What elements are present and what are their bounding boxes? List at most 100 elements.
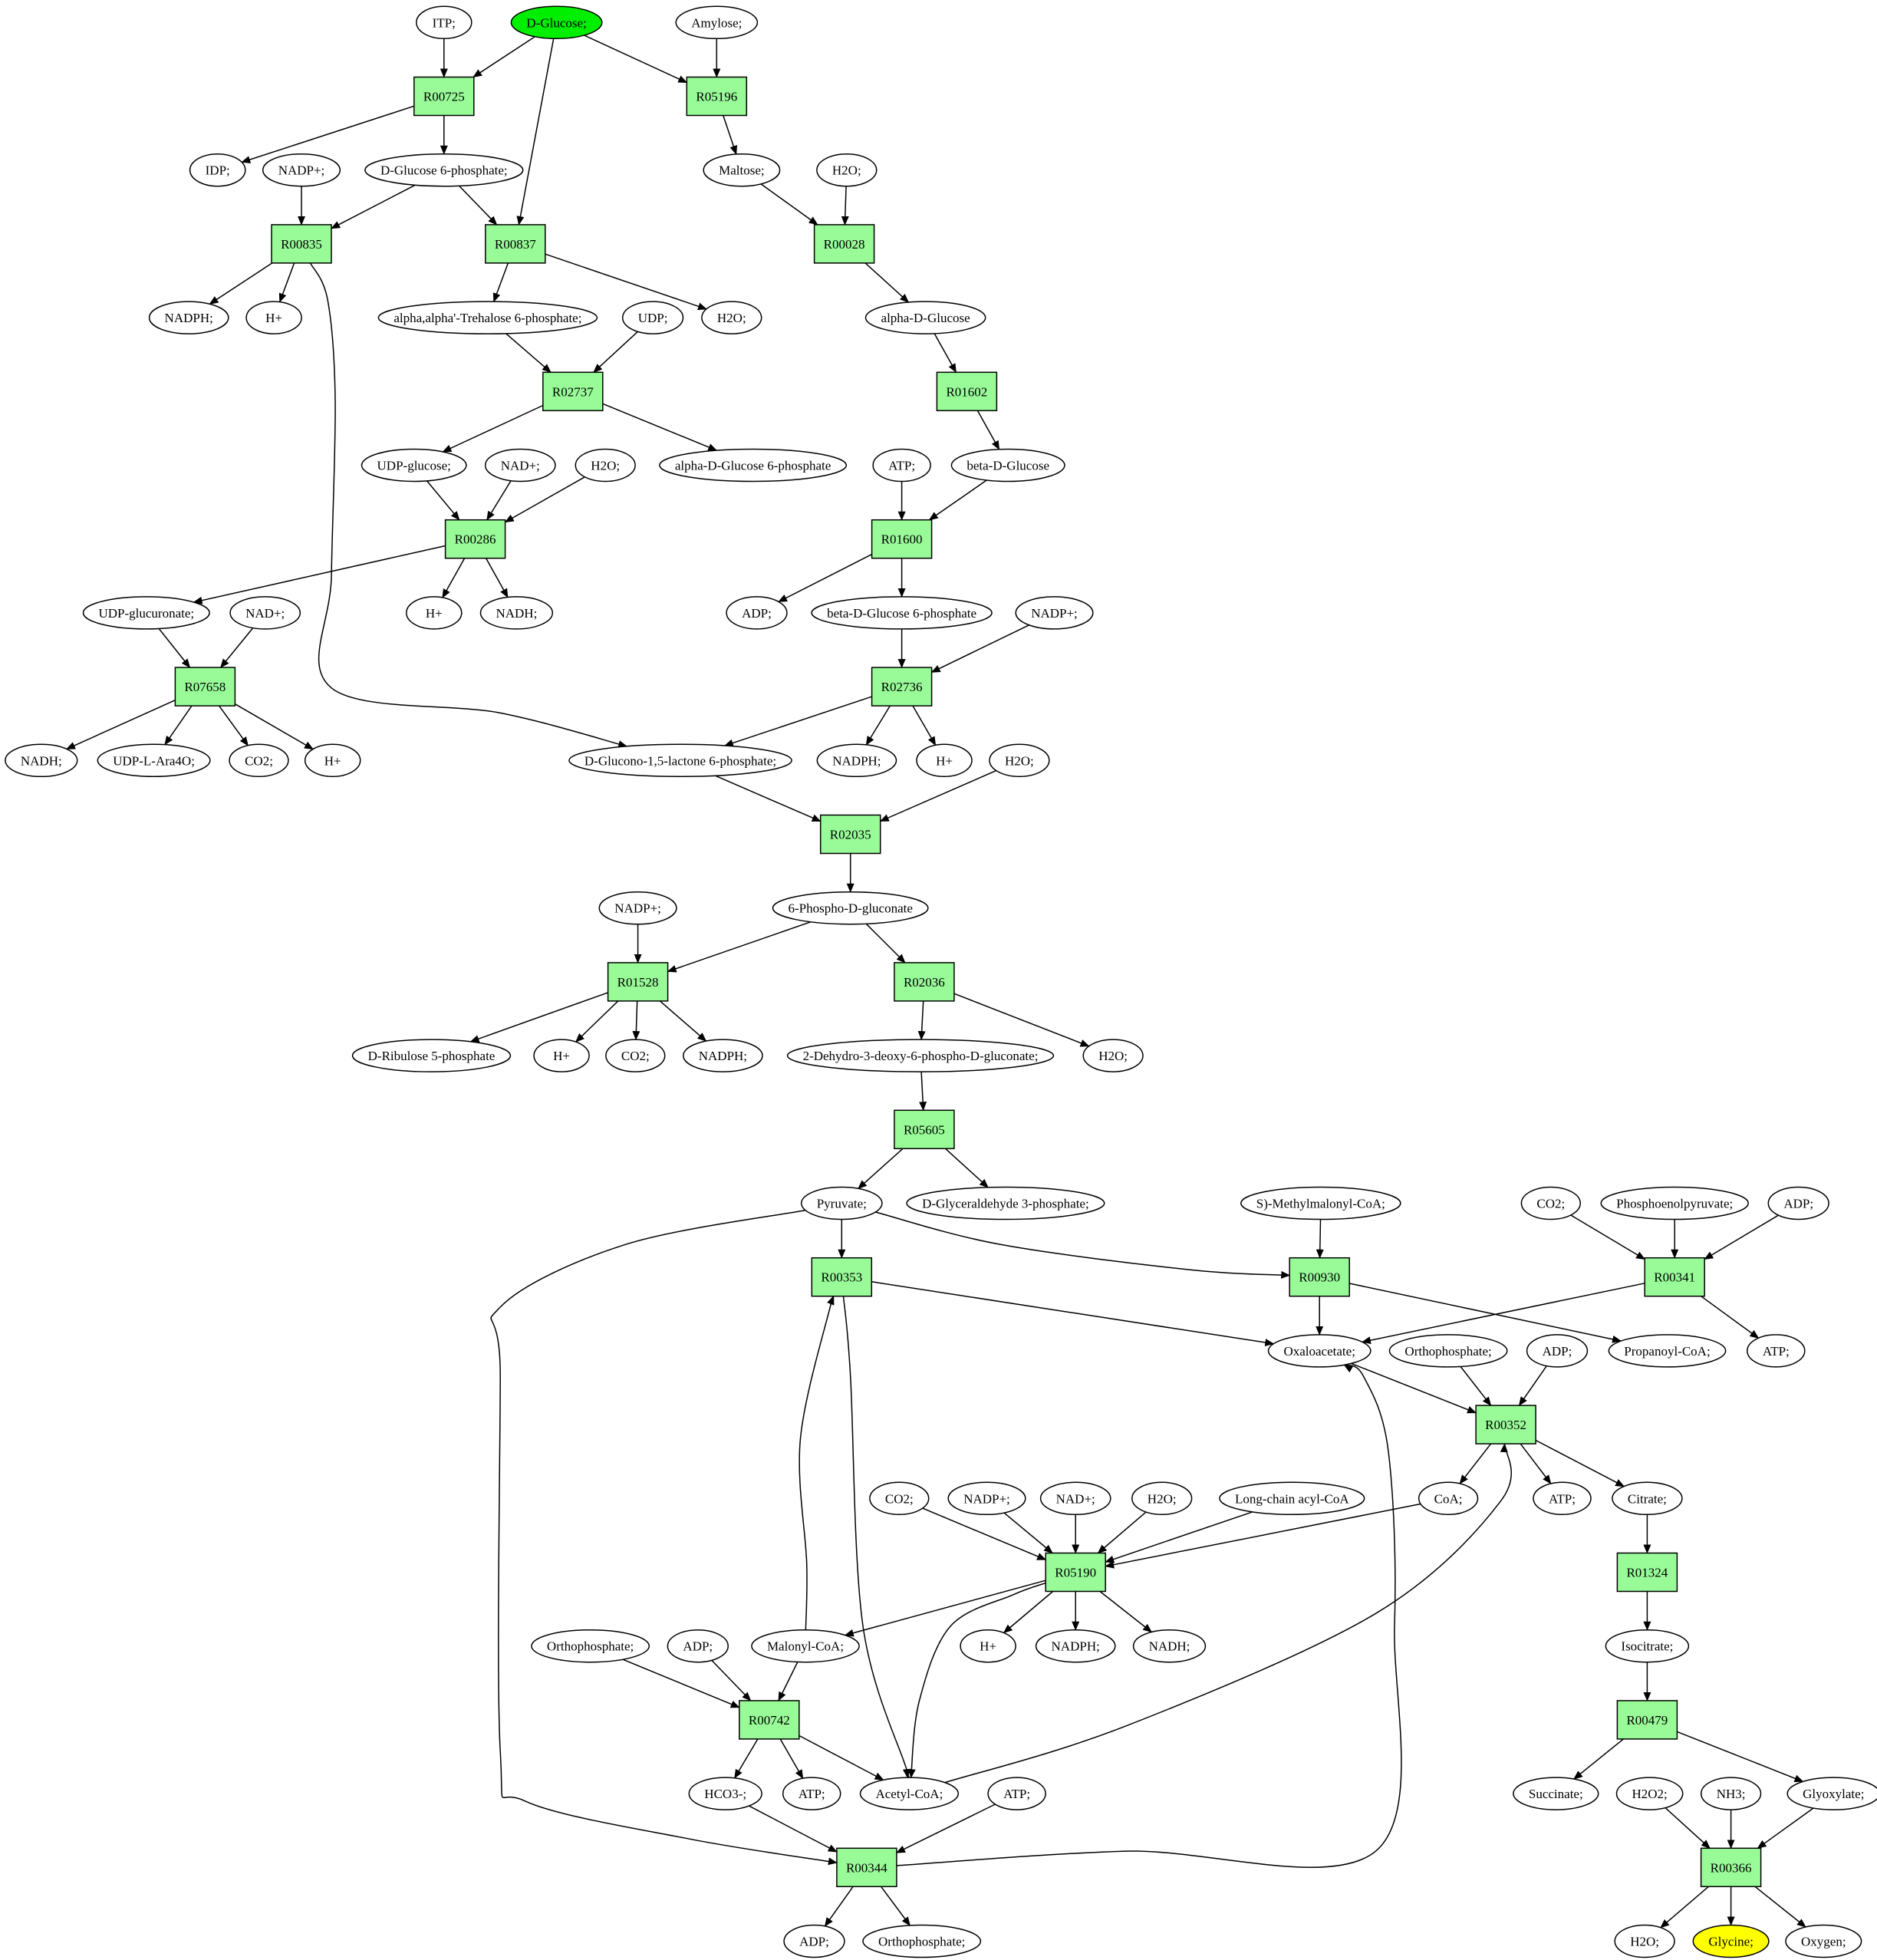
edge-glyoxylate-to-r00366 <box>1757 1807 1814 1849</box>
node-label: R05605 <box>904 1122 945 1137</box>
metabolite-node-udpglucose: UDP-glucose; <box>361 448 467 483</box>
node-label: ITP; <box>433 15 456 30</box>
reaction-node-r00930: R00930 <box>1289 1257 1350 1297</box>
node-label: R01324 <box>1626 1566 1668 1580</box>
edge-r02737-to-alphag6p <box>602 403 718 451</box>
node-label: H2O; <box>591 459 620 473</box>
node-label: UDP-glucose; <box>377 459 451 473</box>
metabolite-node-h2o_3: H2O; <box>575 448 636 483</box>
metabolite-ellipse <box>862 1924 982 1958</box>
metabolite-ellipse <box>786 1039 1055 1072</box>
node-label: D-Glucono-1,5-lactone 6-phosphate; <box>585 753 776 768</box>
edge-r00341-to-atp2 <box>1701 1296 1760 1339</box>
edge-r05190-to-malonylcoa <box>844 1580 1046 1637</box>
metabolite-ellipse <box>703 153 781 187</box>
reaction-node-r00837: R00837 <box>485 224 546 264</box>
metabolite-ellipse <box>82 596 210 630</box>
edge-r00479-to-succinate <box>1573 1738 1624 1780</box>
metabolite-node-nadph3: NADPH; <box>683 1039 763 1072</box>
edge-r00837-to-h2o_2 <box>545 253 707 311</box>
metabolite-node-co2_3: CO2; <box>1520 1186 1581 1220</box>
node-label: R02737 <box>552 384 594 399</box>
metabolite-ellipse <box>683 1039 763 1072</box>
edge-nad2-to-r07658 <box>220 628 254 668</box>
metabolite-ellipse <box>1747 1334 1806 1368</box>
edge-h2o_1-to-r00028 <box>841 186 849 226</box>
node-label: NADH; <box>496 606 537 621</box>
node-label: ADP; <box>1543 1344 1572 1359</box>
reaction-node-r00742: R00742 <box>739 1700 800 1740</box>
metabolite-node-nadph4: NADPH; <box>1035 1629 1116 1663</box>
node-label: H+ <box>324 753 341 768</box>
node-label: R01600 <box>881 532 923 547</box>
edge-r07658-to-nadh2 <box>65 700 176 750</box>
edge-r01528-to-co2_2 <box>632 1000 640 1041</box>
metabolite-node-amylose: Amylose; <box>675 5 759 40</box>
metabolite-ellipse <box>229 743 289 778</box>
metabolite-ellipse <box>484 448 556 483</box>
edge-h2o_6-to-r05190 <box>1097 1511 1147 1554</box>
metabolite-ellipse <box>575 448 636 483</box>
metabolite-node-succinate: Succinate; <box>1513 1777 1599 1810</box>
node-label: CO2; <box>621 1049 650 1063</box>
metabolite-node-methylmalonylcoa: S)-Methylmalonyl-CoA; <box>1240 1186 1401 1220</box>
reaction-node-r07658: R07658 <box>174 667 236 707</box>
metabolite-node-h2o_4: H2O; <box>989 743 1050 778</box>
node-label: Oxygen; <box>1801 1935 1846 1949</box>
node-label: CoA; <box>1434 1491 1463 1506</box>
metabolite-node-trehalose6p: alpha,alpha'-Trehalose 6-phosphate; <box>377 301 598 334</box>
node-label: H+ <box>936 753 953 768</box>
node-label: D-Glucose 6-phosphate; <box>380 163 508 178</box>
node-label: NAD+; <box>245 606 285 621</box>
metabolite-node-alphag6p: alpha-D-Glucose 6-phosphate <box>659 448 848 483</box>
metabolite-ellipse <box>1600 1186 1749 1220</box>
reaction-node-r00725: R00725 <box>413 76 475 117</box>
metabolite-ellipse <box>906 1186 1105 1220</box>
edge-pyruvate-to-r00930 <box>875 1211 1291 1279</box>
metabolite-node-co2_4: CO2; <box>869 1481 930 1516</box>
edge-r02036-to-kdpg <box>917 1000 926 1041</box>
metabolite-node-adp5: ADP; <box>783 1924 845 1958</box>
metabolite-ellipse <box>726 596 788 630</box>
metabolite-ellipse <box>1039 1481 1111 1516</box>
reaction-node-r02035: R02035 <box>819 814 881 855</box>
node-label: beta-D-Glucose <box>966 459 1049 473</box>
metabolite-ellipse <box>1605 1629 1690 1663</box>
metabolite-ellipse <box>1082 1039 1144 1072</box>
node-label: R00286 <box>455 532 496 547</box>
reaction-box <box>1045 1552 1106 1593</box>
metabolite-ellipse <box>1513 1777 1599 1810</box>
node-label: R00341 <box>1654 1270 1695 1285</box>
edge-hco3-to-r00344 <box>749 1805 838 1853</box>
edge-r00352-to-atp3 <box>1520 1443 1552 1484</box>
metabolite-ellipse <box>772 891 929 925</box>
edge-r00930-to-propanoylcoa <box>1349 1283 1622 1343</box>
node-label: NADP+; <box>1031 606 1078 621</box>
node-label: NH3; <box>1717 1787 1746 1801</box>
edge-dglucose-to-r00725 <box>473 36 535 78</box>
metabolite-ellipse <box>916 743 973 778</box>
edge-r01602-to-betadglucose <box>976 410 1000 450</box>
node-label: CO2; <box>245 753 273 768</box>
node-label: Orthophosphate; <box>547 1639 634 1654</box>
metabolite-ellipse <box>1533 1481 1592 1516</box>
metabolite-ellipse <box>1418 1481 1479 1516</box>
metabolite-node-oxygen: Oxygen; <box>1785 1924 1862 1958</box>
node-label: Glyoxylate; <box>1803 1787 1864 1801</box>
node-label: alpha-D-Glucose 6-phosphate <box>675 459 831 473</box>
edge-udpglucose-to-r00286 <box>426 480 460 521</box>
edge-r00835-to-hplus1 <box>278 262 295 303</box>
reaction-box <box>936 371 998 412</box>
node-label: NADPH; <box>832 753 881 768</box>
edge-udp-to-r02737 <box>593 331 638 373</box>
node-label: Malonyl-CoA; <box>767 1639 844 1654</box>
edge-malonylcoa-to-r00353 <box>799 1288 835 1630</box>
metabolite-node-adp4: ADP; <box>667 1629 729 1663</box>
metabolite-node-pep: Phosphoenolpyruvate; <box>1600 1186 1749 1220</box>
metabolite-ellipse <box>1612 1481 1683 1516</box>
metabolite-node-idp: IDP; <box>189 153 246 187</box>
metabolite-node-dglucose: D-Glucose; <box>510 5 603 40</box>
edge-r01528-to-hplus5 <box>575 1000 619 1043</box>
reaction-node-r01324: R01324 <box>1616 1552 1678 1593</box>
